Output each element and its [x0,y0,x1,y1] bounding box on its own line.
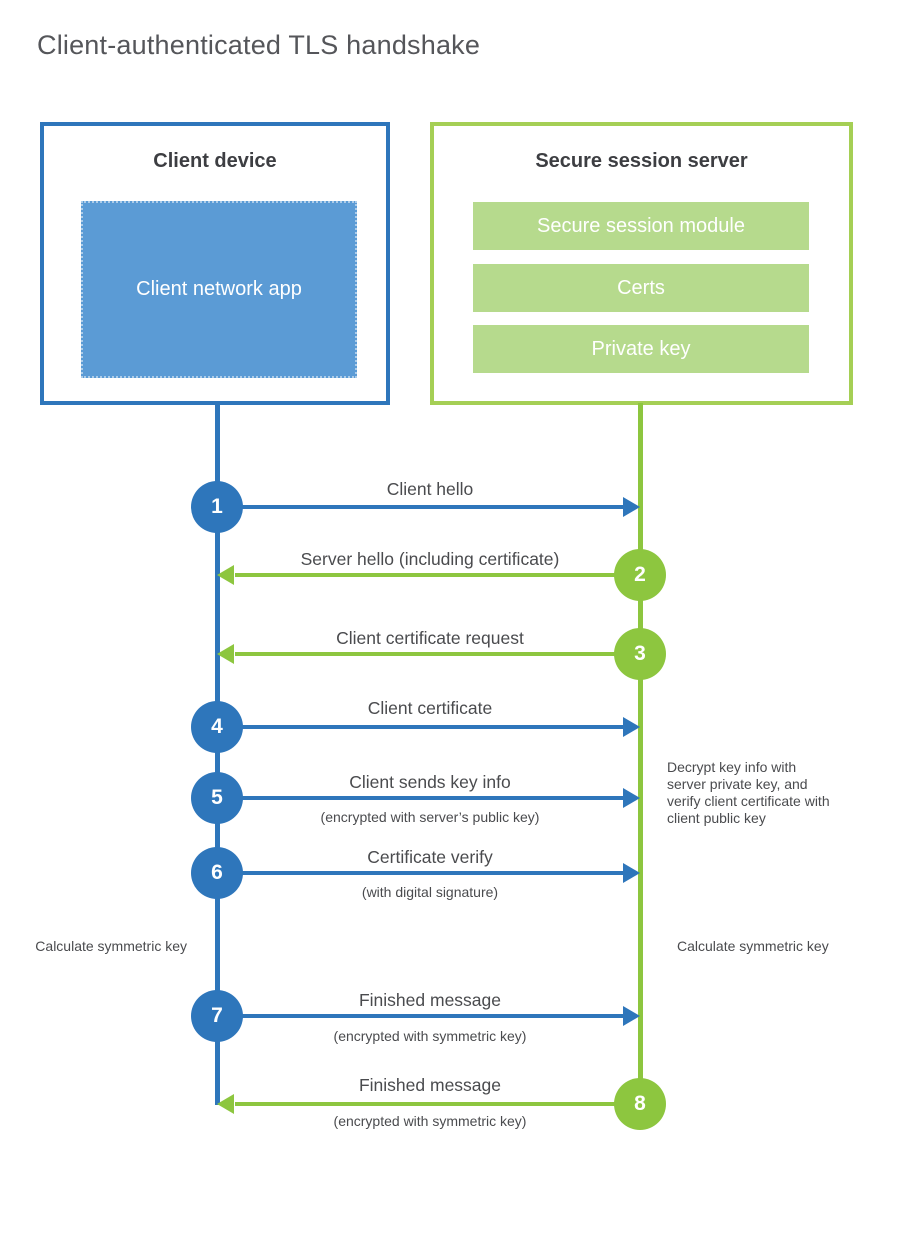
arrow-step-8 [235,1102,640,1106]
arrow-step-2 [235,573,640,577]
client-device-box: Client device Client network app [40,122,390,405]
message-label-1: Client hello [386,479,474,499]
message-sublabel-5: (encrypted with server’s public key) [320,809,540,825]
arrow-step-4 [220,725,625,729]
step-circle-6: 6 [191,847,243,899]
message-sublabel-8: (encrypted with symmetric key) [333,1113,527,1129]
note-decrypt-key-info: Decrypt key info with server private key… [667,759,830,826]
server-heading: Secure session server [535,150,748,172]
client-lifeline [215,403,220,1105]
arrow-step-3 [235,652,640,656]
arrow-head-right-icon [623,863,640,883]
server-module-secure-session: Secure session module [473,202,809,250]
message-label-7: Finished message [358,990,502,1010]
message-label-3: Client certificate request [336,628,524,648]
message-label-8: Finished message [358,1075,502,1095]
arrow-step-1 [220,505,625,509]
arrow-head-left-icon [217,644,234,664]
step-circle-1: 1 [191,481,243,533]
note-calculate-symmetric-key-client: Calculate symmetric key [35,938,187,954]
arrow-head-left-icon [217,565,234,585]
arrow-head-right-icon [623,1006,640,1026]
arrow-head-right-icon [623,717,640,737]
step-circle-2: 2 [614,549,666,601]
step-circle-5: 5 [191,772,243,824]
arrow-step-6 [220,871,625,875]
message-label-6: Certificate verify [367,847,493,867]
step-circle-8: 8 [614,1078,666,1130]
step-circle-4: 4 [191,701,243,753]
server-lifeline [638,403,643,1105]
arrow-head-right-icon [623,788,640,808]
message-label-5: Client sends key info [349,772,511,792]
server-module-private-key: Private key [473,325,809,373]
message-label-2: Server hello (including certificate) [300,549,560,569]
note-calculate-symmetric-key-server: Calculate symmetric key [677,938,829,954]
message-label-4: Client certificate [367,698,493,718]
arrow-step-7 [220,1014,625,1018]
server-module-certs: Certs [473,264,809,312]
step-circle-7: 7 [191,990,243,1042]
message-sublabel-6: (with digital signature) [361,884,499,900]
arrow-step-5 [220,796,625,800]
arrow-head-right-icon [623,497,640,517]
message-sublabel-7: (encrypted with symmetric key) [333,1028,527,1044]
server-box: Secure session server Secure session mod… [430,122,853,405]
client-device-heading: Client device [153,150,277,172]
arrow-head-left-icon [217,1094,234,1114]
step-circle-3: 3 [614,628,666,680]
client-network-app-box: Client network app [81,201,357,378]
page-title: Client-authenticated TLS handshake [37,30,481,60]
